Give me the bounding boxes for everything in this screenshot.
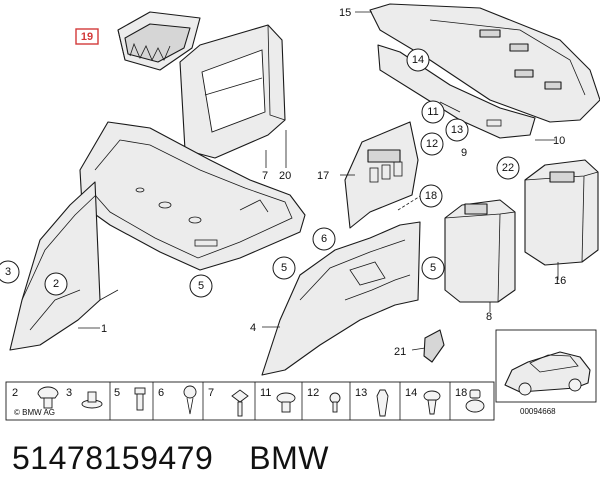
fastener-label-14[interactable]: 14 xyxy=(405,387,417,399)
fastener-label-5[interactable]: 5 xyxy=(114,387,120,399)
svg-text:5: 5 xyxy=(198,280,204,292)
part-7-20-frame[interactable] xyxy=(179,24,286,159)
fastener-label-3[interactable]: 3 xyxy=(66,387,72,399)
fastener-label-12[interactable]: 12 xyxy=(307,387,319,399)
callout-5b[interactable]: 5 xyxy=(272,256,296,280)
label-21[interactable]: 21 xyxy=(394,346,406,358)
part-21-clip[interactable] xyxy=(411,329,445,363)
svg-text:3: 3 xyxy=(5,266,11,278)
callout-18[interactable]: 18 xyxy=(419,184,443,208)
fastener-label-2[interactable]: 2 xyxy=(12,387,18,399)
svg-text:18: 18 xyxy=(425,190,437,202)
part-number-text: 51478159479 xyxy=(12,440,214,476)
floor-tray[interactable] xyxy=(79,121,306,271)
callout-22[interactable]: 22 xyxy=(496,156,520,180)
callout-5c[interactable]: 5 xyxy=(421,256,445,280)
callout-2[interactable]: 2 xyxy=(44,272,68,296)
callout-3[interactable]: 3 xyxy=(0,260,20,284)
part-19-storage-tray[interactable] xyxy=(117,11,201,71)
label-16[interactable]: 16 xyxy=(554,275,566,287)
fastener-strip: 2 3 5 6 7 11 12 13 14 18 xyxy=(5,381,495,421)
leader-lines xyxy=(78,11,559,329)
callout-13[interactable]: 13 xyxy=(445,118,469,142)
part-16-box[interactable] xyxy=(524,159,599,266)
fastener-label-18[interactable]: 18 xyxy=(455,387,467,399)
highlight-label-text: 19 xyxy=(81,31,93,43)
callout-5a[interactable]: 5 xyxy=(189,274,213,298)
svg-text:2: 2 xyxy=(53,278,59,290)
label-9[interactable]: 9 xyxy=(461,147,467,159)
svg-text:12: 12 xyxy=(426,138,438,150)
label-7[interactable]: 7 xyxy=(262,170,268,182)
label-8[interactable]: 8 xyxy=(486,311,492,323)
label-15[interactable]: 15 xyxy=(339,7,351,19)
highlight-label-19[interactable]: 19 xyxy=(75,28,99,45)
fastener-label-13[interactable]: 13 xyxy=(355,387,367,399)
part-4-side-panel[interactable] xyxy=(261,221,421,376)
label-20[interactable]: 20 xyxy=(279,170,291,182)
part-8-box[interactable] xyxy=(444,199,516,303)
svg-text:11: 11 xyxy=(427,106,438,118)
part-17-18-bracket[interactable] xyxy=(344,121,431,229)
footer-part-number: 51478159479 BMW xyxy=(12,440,329,477)
callout-14[interactable]: 14 xyxy=(406,48,430,72)
label-10[interactable]: 10 xyxy=(553,135,565,147)
label-17[interactable]: 17 xyxy=(317,170,329,182)
svg-text:13: 13 xyxy=(451,124,463,136)
document-number: 00094668 xyxy=(520,407,556,416)
fastener-label-7[interactable]: 7 xyxy=(208,387,214,399)
fastener-label-6[interactable]: 6 xyxy=(158,387,164,399)
callout-11[interactable]: 11 xyxy=(421,100,445,124)
part-15-top-cover[interactable] xyxy=(369,3,600,123)
svg-text:22: 22 xyxy=(502,162,514,174)
brand-text: BMW xyxy=(249,440,329,476)
fastener-label-11[interactable]: 11 xyxy=(260,387,271,399)
svg-text:6: 6 xyxy=(321,233,327,245)
svg-text:14: 14 xyxy=(412,54,424,66)
svg-text:5: 5 xyxy=(281,262,287,274)
car-thumbnail xyxy=(495,329,597,403)
callout-6[interactable]: 6 xyxy=(312,227,336,251)
copyright: © BMW AG xyxy=(14,408,55,417)
label-4[interactable]: 4 xyxy=(250,322,256,334)
svg-text:5: 5 xyxy=(430,262,436,274)
callout-12[interactable]: 12 xyxy=(420,132,444,156)
part-1-left-panel[interactable] xyxy=(9,181,119,351)
label-1[interactable]: 1 xyxy=(101,323,107,335)
